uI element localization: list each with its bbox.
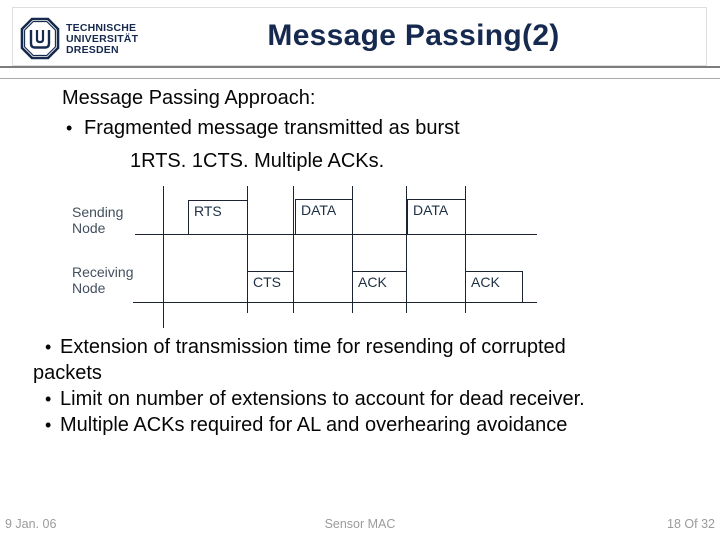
bullet-dot-icon: • <box>66 118 73 138</box>
receiving-node-label: Receiving Node <box>72 264 133 296</box>
signal-box-rts: RTS <box>188 200 248 235</box>
timeline-tick-line <box>352 186 353 313</box>
footer-date: 9 Jan. 06 <box>5 517 57 531</box>
sending-node-label-line1: Sending <box>72 204 124 220</box>
intro-bullet-text: Fragmented message transmitted as burst <box>84 117 460 139</box>
timeline-tick-line <box>406 186 407 313</box>
intro-subline: 1RTS. 1CTS. Multiple ACKs. <box>130 150 385 172</box>
bullet-dot-icon: • <box>45 389 52 409</box>
header-frame <box>12 7 707 66</box>
header-rule-secondary <box>0 78 720 79</box>
signal-box-data-1: DATA <box>295 199 353 235</box>
tu-dresden-octagon-icon <box>20 17 60 60</box>
receiving-node-label-line1: Receiving <box>72 264 134 280</box>
intro-bullet: • Fragmented message transmitted as burst <box>66 117 460 140</box>
timeline-tick-line <box>293 186 294 313</box>
header-rule-primary <box>0 66 720 68</box>
signal-box-ack-2: ACK <box>465 271 523 303</box>
tu-dresden-logo: TECHNISCHE UNIVERSITÄT DRESDEN <box>20 16 220 62</box>
slide-title: Message Passing(2) <box>267 19 560 52</box>
logo-line-3: DRESDEN <box>66 43 119 56</box>
bullet-line-text: packets <box>33 362 102 384</box>
receiving-node-label-line2: Node <box>72 280 106 296</box>
logo-line-1: TECHNISCHE <box>66 21 137 34</box>
sending-baseline <box>135 234 537 235</box>
sending-node-label-line2: Node <box>72 220 106 236</box>
bullet-wrap-line: packets <box>33 360 693 386</box>
signal-box-ack-1: ACK <box>352 271 407 303</box>
receiving-baseline <box>133 302 537 303</box>
timeline-tick-line <box>163 186 164 328</box>
signal-box-data-2: DATA <box>407 199 466 235</box>
logo-line-2: UNIVERSITÄT <box>66 32 139 45</box>
timeline-tick-line <box>465 186 466 313</box>
bullet-dot-icon: • <box>45 337 52 357</box>
bullet-line: • Extension of transmission time for rese… <box>33 334 693 360</box>
section-heading: Message Passing Approach: <box>62 87 316 109</box>
sending-node-label: Sending Node <box>72 204 123 236</box>
timeline-tick-line <box>247 186 248 313</box>
bullet-dot-icon: • <box>45 415 52 435</box>
bottom-bullet-list: • Extension of transmission time for rese… <box>33 334 693 438</box>
bullet-line-text: Multiple ACKs required for AL and overhe… <box>60 414 568 436</box>
bullet-line-text: Limit on number of extensions to account… <box>60 388 585 410</box>
bullet-line: • Limit on number of extensions to accoun… <box>33 386 693 412</box>
bullet-line: • Multiple ACKs required for AL and overh… <box>33 412 693 438</box>
bullet-line-text: Extension of transmission time for resen… <box>60 336 566 358</box>
footer-presentation-name: Sensor MAC <box>324 517 396 531</box>
tu-dresden-logo-text: TECHNISCHE UNIVERSITÄT DRESDEN <box>66 21 139 56</box>
signal-box-cts: CTS <box>247 271 294 303</box>
footer-page-number: 18 Of 32 <box>667 517 715 531</box>
